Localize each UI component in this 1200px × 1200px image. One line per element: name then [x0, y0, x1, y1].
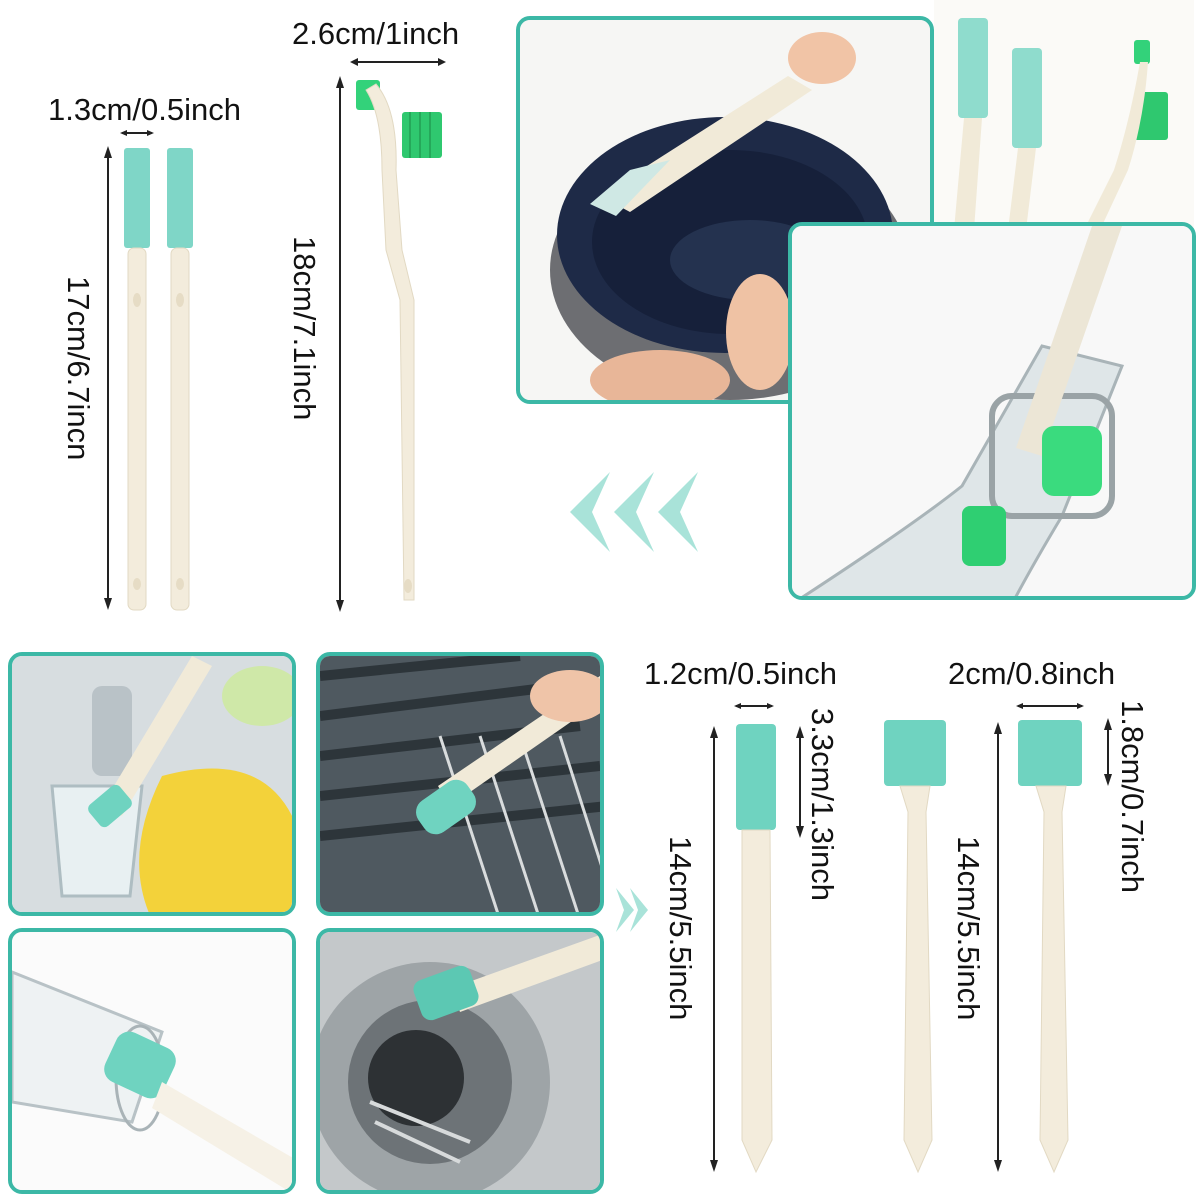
double-chevron-right-icon: [616, 888, 648, 932]
tool-d-width-label: 2cm/0.8inch: [948, 656, 1116, 691]
glass-washing-photo: [8, 652, 296, 916]
double-chevron-left-icon: [570, 472, 698, 552]
oven-rack-cleaning-photo: [316, 652, 604, 916]
tool-a-width-label: 1.3cm/0.5inch: [48, 92, 241, 127]
product-strip-photo: [934, 0, 1194, 230]
tool-b-width-label: 2.6cm/1inch: [292, 16, 460, 51]
bottle-cleaning-photo: [788, 222, 1196, 600]
sink-drain-cleaning-photo: [316, 928, 604, 1194]
tool-c-head-label: 3.3cm/1.3inch: [805, 708, 840, 901]
tool-c-length-label: 14cm/5.5inch: [663, 836, 698, 1021]
tool-d-length-label: 14cm/5.5inch: [951, 836, 986, 1021]
tool-d-head-label: 1.8cm/0.7inch: [1115, 700, 1150, 893]
glass-cup-cleaning-photo: [8, 928, 296, 1194]
tool-c-width-label: 1.2cm/0.5inch: [644, 656, 837, 691]
